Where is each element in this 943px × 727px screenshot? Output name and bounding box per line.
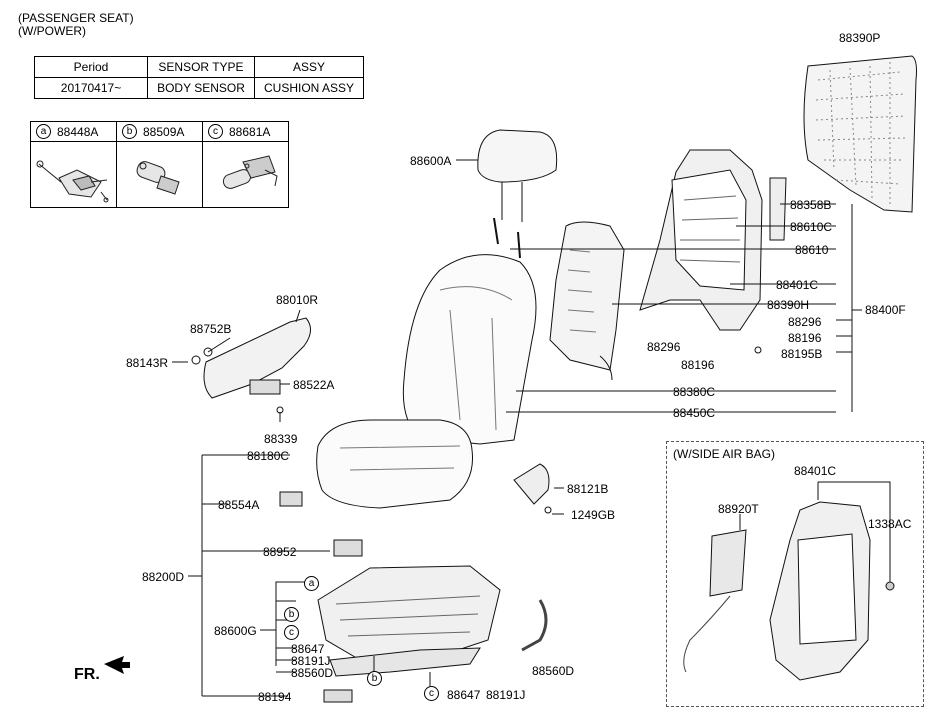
label-88401C: 88401C [776,278,819,292]
airbag-label-1338AC: 1338AC [868,517,912,531]
legend-part-b: 88509A [143,124,185,139]
legend-letter-c: c [208,124,223,139]
callout-b-bottom: b [367,671,382,686]
label-88339: 88339 [264,432,298,446]
legend-letter-b: b [122,124,137,139]
label-88560D-right: 88560D [532,664,575,678]
back-cover-drawing [803,55,917,213]
diagram-header: (PASSENGER SEAT) (W/POWER) [18,12,134,38]
front-arrow-icon [104,656,130,674]
legend-table: a 88448A b 88509A [30,121,289,208]
label-88554A: 88554A [218,498,260,512]
label-88610: 88610 [795,243,829,257]
period-table-row: 20170417~ BODY SENSOR CUSHION ASSY [34,77,364,99]
label-88450C: 88450C [673,406,716,420]
legend-part-a: 88448A [57,124,99,139]
side-shield-drawing [203,317,311,399]
label-88010R: 88010R [276,293,319,307]
legend-item-c: c 88681A [202,121,289,208]
airbag-label-88920T: 88920T [718,502,759,516]
front-direction-label: FR. [74,666,100,683]
motor-image [117,142,202,207]
seatback-cover-drawing [402,254,537,445]
label-88194: 88194 [258,690,292,704]
airbag-box-title: (W/SIDE AIR BAG) [673,447,776,461]
airbag-frame-drawing [683,481,895,681]
label-88196-right: 88196 [788,331,822,345]
label-88180C: 88180C [247,449,290,463]
label-1249GB: 1249GB [571,508,616,522]
legend-item-b: b 88509A [116,121,203,208]
label-88752B: 88752B [190,322,232,336]
headrest-drawing [477,129,558,222]
label-88952: 88952 [263,545,297,559]
legend-letter-a: a [36,124,51,139]
legend-part-c: 88681A [229,124,271,139]
label-88647: 88647 [291,642,325,656]
back-frame-drawing [639,149,787,331]
label-88560D: 88560D [291,666,334,680]
header-line2: (W/POWER) [18,24,86,38]
label-88143R: 88143R [126,356,169,370]
sensor-type-header: SENSOR TYPE [147,56,255,78]
label-88195B: 88195B [781,347,823,361]
label-88600G: 88600G [214,624,257,638]
label-88196: 88196 [681,358,715,372]
callout-c-bottom: c [424,686,439,701]
label-88296: 88296 [647,340,681,354]
sensor-type-cell: BODY SENSOR [147,77,255,99]
label-88390H: 88390H [767,298,810,312]
label-88380C: 88380C [673,385,716,399]
airbag-label-88401C: 88401C [794,464,837,478]
label-88390P: 88390P [839,31,881,45]
period-cell: 20170417~ [34,77,148,99]
assy-cell: CUSHION ASSY [254,77,364,99]
label-88191J-bottom: 88191J [486,688,526,702]
label-88121B: 88121B [567,482,609,496]
back-pad-drawing [549,221,625,381]
callout-a: a [304,576,319,591]
cushion-cover-drawing [316,419,474,509]
label-88600A: 88600A [410,154,452,168]
callout-c: c [284,625,299,640]
side-airbag-box [666,441,924,707]
label-88358B: 88358B [790,198,832,212]
label-88522A: 88522A [293,378,335,392]
label-88200D: 88200D [142,570,185,584]
actuator-image [203,142,288,207]
period-table: Period SENSOR TYPE ASSY 20170417~ BODY S… [34,56,364,99]
label-88191J: 88191J [291,654,331,668]
switch-assembly-image [31,142,116,207]
label-88610C: 88610C [790,220,833,234]
label-88400F: 88400F [865,303,906,317]
legend-item-a: a 88448A [30,121,117,208]
cushion-frame-drawing [317,565,501,677]
label-88296-right: 88296 [788,315,822,329]
label-88647-bottom: 88647 [447,688,481,702]
header-line1: (PASSENGER SEAT) [18,11,134,25]
callout-b: b [284,607,299,622]
